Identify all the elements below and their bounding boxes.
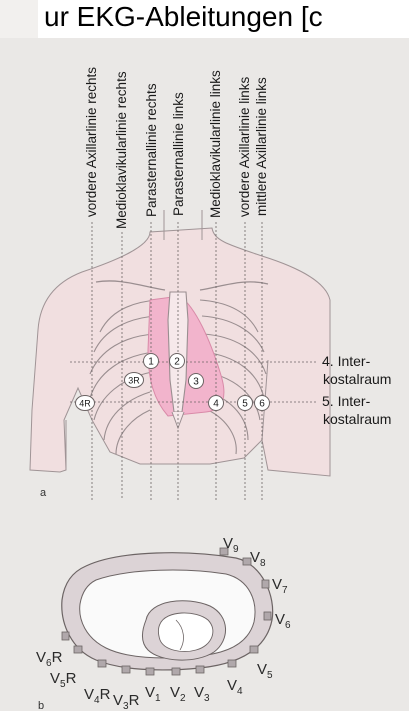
lead-electrode-v3 xyxy=(196,666,204,673)
lead-electrode-v6 xyxy=(264,612,271,620)
electrode-5: 5 xyxy=(238,396,253,411)
lead-electrode-v4 xyxy=(228,660,236,667)
lead-label-v5: V5 xyxy=(257,661,273,681)
label-anterior-axillary-right: vordere Axillarlinie rechts xyxy=(84,67,99,217)
lead-electrode-v6r xyxy=(62,632,69,640)
svg-text:1: 1 xyxy=(148,357,154,368)
torso-figure xyxy=(30,210,330,476)
lead-electrode-v1 xyxy=(146,668,154,675)
label-midaxillary-left: mittlere Axillarlinie links xyxy=(254,77,269,216)
svg-text:3: 3 xyxy=(193,377,199,388)
heart-chamber-outline xyxy=(159,613,213,652)
lead-label-v2: V2 xyxy=(170,684,186,704)
lead-label-v1: V1 xyxy=(145,684,161,704)
label-parasternal-right: Parasternallinie rechts xyxy=(144,83,159,217)
lead-label-v3r: V3R xyxy=(113,692,140,711)
label-anterior-axillary-left: vordere Axillarlinie links xyxy=(237,76,252,217)
svg-text:6: 6 xyxy=(259,399,265,410)
label-5th-intercostal-line1: 5. Inter- xyxy=(322,393,371,409)
intercostal-labels: 4. Inter- kostalraum 5. Inter- kostalrau… xyxy=(322,353,391,427)
lead-electrode-v3r xyxy=(122,666,130,673)
lead-electrode-v5 xyxy=(250,646,258,653)
electrode-3r: 3R xyxy=(125,373,144,388)
svg-text:3R: 3R xyxy=(128,376,140,386)
electrode-3: 3 xyxy=(189,374,204,389)
lead-label-v6: V6 xyxy=(275,611,291,631)
panel-label-b: b xyxy=(38,700,44,711)
svg-text:4: 4 xyxy=(213,399,219,410)
lead-label-v4r: V4R xyxy=(84,686,111,706)
svg-text:4R: 4R xyxy=(79,399,91,409)
electrode-6: 6 xyxy=(255,396,270,411)
electrode-1: 1 xyxy=(144,354,159,369)
label-4th-intercostal-line1: 4. Inter- xyxy=(322,353,371,369)
lead-label-v4: V4 xyxy=(227,677,243,697)
lead-electrode-v4r xyxy=(98,660,106,667)
cross-section-figure xyxy=(62,553,273,670)
label-parasternal-left: Parasternallinie links xyxy=(171,92,186,216)
svg-text:5: 5 xyxy=(242,399,248,410)
label-midclavicular-right: Medioklavikularlinie rechts xyxy=(114,71,129,229)
electrode-2: 2 xyxy=(170,354,185,369)
vertical-line-labels: vordere Axillarlinie rechts Medioklaviku… xyxy=(84,67,269,229)
lead-label-v7: V7 xyxy=(272,576,288,596)
lead-electrode-v2 xyxy=(172,668,180,675)
lead-electrode-v7 xyxy=(262,580,269,588)
lead-electrode-v5r xyxy=(74,646,82,653)
label-5th-intercostal-line2: kostalraum xyxy=(323,411,391,427)
label-midclavicular-left: Medioklavikularlinie links xyxy=(208,70,223,218)
panel-label-a: a xyxy=(40,487,47,499)
svg-text:2: 2 xyxy=(174,357,180,368)
lead-label-v3: V3 xyxy=(194,684,210,704)
electrode-4: 4 xyxy=(209,396,224,411)
lead-label-v5r: V5R xyxy=(50,670,77,690)
electrode-4r: 4R xyxy=(76,396,95,411)
label-4th-intercostal-line2: kostalraum xyxy=(323,371,391,387)
lead-label-v6r: V6R xyxy=(36,649,63,669)
